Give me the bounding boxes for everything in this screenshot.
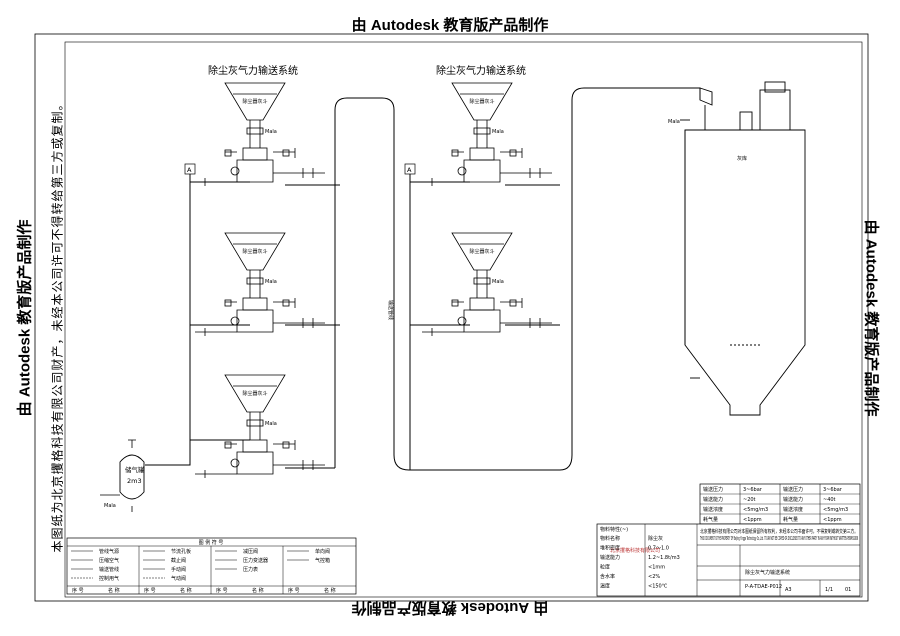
spec-label: 粒度 xyxy=(600,564,610,571)
svg-text:A: A xyxy=(187,166,192,174)
conveying-unit: 除尘器灰斗 Mala xyxy=(195,374,325,478)
spec-header: 物料特性(~) xyxy=(600,526,628,533)
spec-label: 含水率 xyxy=(600,573,615,580)
svg-text:A: A xyxy=(407,166,412,174)
legend-footer: 名 称 xyxy=(108,587,120,594)
legend-title: 图 例 符 号 xyxy=(199,539,224,546)
system-title-1: 除尘灰气力输送系统 xyxy=(208,64,298,77)
gas-tank-volume: 2m3 xyxy=(127,477,142,485)
conveying-unit: 除尘器灰斗 Mala xyxy=(195,232,325,336)
revision: 01 xyxy=(845,587,851,593)
legend-item: 压力表 xyxy=(243,566,258,573)
param-label: 输送压力 xyxy=(703,486,723,493)
hopper-label: 除尘器灰斗 xyxy=(242,390,267,397)
param-value-left: 3~6bar xyxy=(743,487,763,493)
param-value-right: <5mg/m3 xyxy=(823,507,848,513)
drawing-frame xyxy=(34,33,869,602)
legend-item: 气动阀 xyxy=(171,575,186,582)
param-label-right: 输送能力 xyxy=(783,496,803,503)
conveying-unit: 除尘器灰斗 Mala xyxy=(195,82,325,186)
legend-item: 手动阀 xyxy=(171,566,186,573)
main-pipelines xyxy=(145,87,701,471)
mala-label: Mala xyxy=(492,129,504,135)
legend-item: 压力变送器 xyxy=(243,557,268,564)
spec-label: 温度 xyxy=(600,583,610,590)
notice-cn: 北京攫格科技有限公司对本图纸保留所有权利，未经本公司书面许可，不得复制或转交第三… xyxy=(700,528,858,535)
param-value-right: <1ppm xyxy=(823,517,842,523)
legend-item: 管线气源 xyxy=(99,548,119,555)
mala-label: Mala xyxy=(492,279,504,285)
param-value-right: 3~6bar xyxy=(823,487,843,493)
gas-tank: 储气罐 2m3 Mala xyxy=(100,439,145,512)
ash-silo xyxy=(680,81,806,416)
mala-label-tank: Mala xyxy=(104,503,116,509)
legend-item: 减压阀 xyxy=(243,548,258,555)
spec-value: 除尘灰 xyxy=(648,535,663,542)
legend-item: 节流孔板 xyxy=(171,548,191,555)
spec-value: <1mm xyxy=(648,565,665,571)
scale: A3 xyxy=(785,587,792,593)
spec-value: 0.7～1.0 xyxy=(648,546,669,552)
drawing-name: 除尘灰气力输送系统 xyxy=(745,569,790,576)
mala-label: Mala xyxy=(265,129,277,135)
silo-label: 灰库 xyxy=(737,155,747,162)
legend-footer: 序 号 xyxy=(288,587,300,594)
notice-en: THIS DOCUMENT IS THE PROPERTY OF Beijing… xyxy=(700,536,858,542)
legend-footer: 名 称 xyxy=(180,587,192,594)
company-name: 北京攫格科技有限公司 xyxy=(610,547,660,554)
legend-item: 输送管线 xyxy=(99,566,119,573)
spec-value: <2% xyxy=(648,574,660,580)
param-label-right: 输送浓度 xyxy=(783,506,803,513)
marker-a-right: A xyxy=(404,163,416,175)
param-value-left: <5mg/m3 xyxy=(743,507,768,513)
gas-tank-name: 储气罐 xyxy=(125,465,145,474)
conveying-units: 除尘器灰斗Mala除尘器灰斗Mala除尘器灰斗Mala除尘器灰斗Mala除尘器灰… xyxy=(195,82,552,478)
conveying-unit: 除尘器灰斗 Mala xyxy=(422,82,552,186)
conveying-unit: 除尘器灰斗 Mala xyxy=(422,232,552,336)
legend-footer: 名 称 xyxy=(252,587,264,594)
param-label: 输送能力 xyxy=(703,496,723,503)
hopper-label: 除尘器灰斗 xyxy=(242,98,267,105)
hopper-label: 除尘器灰斗 xyxy=(469,248,494,255)
legend-footer: 序 号 xyxy=(216,587,228,594)
param-label: 耗气量 xyxy=(703,516,718,523)
parameter-table: 输送压力 3~6bar 输送压力 3~6bar 输送能力 ~20t 输送能力 ~40t 输送浓度… xyxy=(699,483,861,525)
spec-value: <150℃ xyxy=(648,584,668,590)
legend-item: 截止阀 xyxy=(171,557,186,564)
legend-item: 单向阀 xyxy=(315,548,330,555)
marker-a-left: A xyxy=(184,163,196,175)
spec-value: 1.2~1.8t/m3 xyxy=(648,555,680,561)
param-value-left: <1ppm xyxy=(743,517,762,523)
spec-label: 物料名称 xyxy=(600,535,620,542)
param-label-right: 输送压力 xyxy=(783,486,803,493)
drawing-no: P-A-TDAE-P012 xyxy=(745,584,782,590)
legend-item: 压缩空气 xyxy=(99,557,119,564)
inner-frame xyxy=(64,41,863,598)
legend-item: 气控箱 xyxy=(315,557,330,564)
param-label-right: 耗气量 xyxy=(783,516,798,523)
conveying-pipe-label: 输送管线 xyxy=(387,300,394,320)
hopper-label: 除尘器灰斗 xyxy=(469,98,494,105)
mala-label: Mala xyxy=(265,279,277,285)
spec-label: 堆积密度 xyxy=(600,545,620,552)
sheet: 1/1 xyxy=(825,587,833,593)
mala-label: Mala xyxy=(265,421,277,427)
legend-footer: 名 称 xyxy=(324,587,336,594)
watermark-top: 由 Autodesk 教育版产品制作 xyxy=(351,17,549,34)
spec-label: 输送能力 xyxy=(600,554,620,561)
param-label: 输送浓度 xyxy=(703,506,723,513)
hopper-label: 除尘器灰斗 xyxy=(242,248,267,255)
system-title-2: 除尘灰气力输送系统 xyxy=(436,64,526,77)
legend-footer: 序 号 xyxy=(72,587,84,594)
mala-label-silo: Mala xyxy=(668,119,680,125)
legend-footer: 序 号 xyxy=(144,587,156,594)
title-block: 北京攫格科技有限公司 北京攫格科技有限公司对本图纸保留所有权利，未经本公司书面许… xyxy=(596,523,861,597)
legend-item: 控制用气 xyxy=(99,575,119,582)
param-value-right: ~40t xyxy=(823,497,836,503)
param-value-left: ~20t xyxy=(743,497,756,503)
